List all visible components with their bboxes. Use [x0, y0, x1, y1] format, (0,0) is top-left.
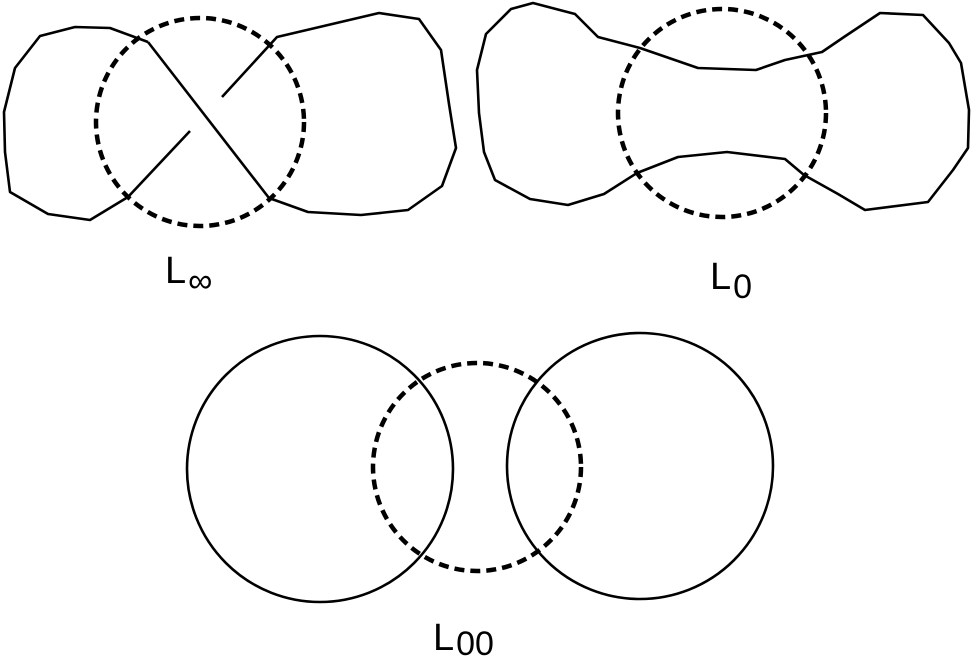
panel-label: L0 [710, 256, 752, 306]
label-subscript: 00 [456, 625, 494, 657]
label-letter: L [710, 256, 731, 298]
panel-label: L∞ [165, 250, 212, 300]
label-subscript: ∞ [188, 262, 212, 300]
dashed-tangle-circle [93, 15, 307, 229]
label-subscript: 0 [733, 268, 752, 306]
left-component-circle [185, 334, 455, 604]
label-letter: L [433, 617, 454, 657]
panel-l-zero: L0 [475, 1, 971, 306]
panel-l-infinity: L∞ [2, 11, 458, 300]
dashed-tangle-circle [615, 6, 829, 220]
knot-outline-upper [475, 1, 971, 212]
label-letter: L [165, 250, 186, 292]
panel-label: L00 [433, 617, 494, 657]
panel-l-double-zero: L00 [185, 331, 775, 657]
right-component-circle [505, 331, 775, 601]
knot-strand-left-lobe [2, 25, 191, 222]
knot-overstrand [146, 41, 271, 199]
knot-strand-right-lobe [221, 11, 458, 217]
dashed-tangle-circle [370, 360, 584, 574]
